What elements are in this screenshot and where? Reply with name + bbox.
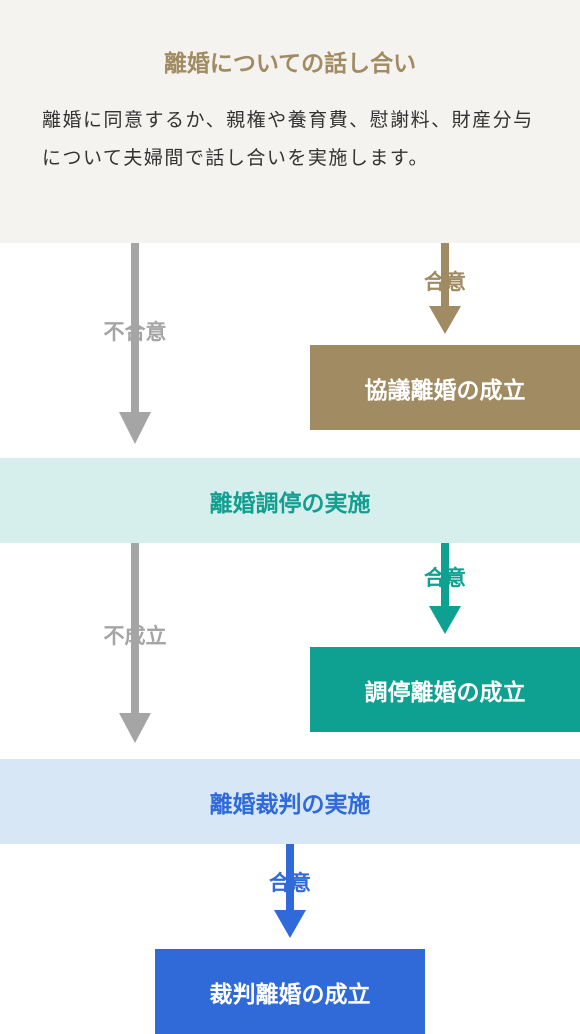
arrow-agree-2-head xyxy=(429,606,461,634)
arrow-agree-1-shaft xyxy=(441,243,449,308)
arrow-disagree-1-label: 不合意 xyxy=(103,320,167,344)
result-mutual-divorce-label: 協議離婚の成立 xyxy=(364,377,526,404)
result-trial-divorce-label: 裁判離婚の成立 xyxy=(209,981,371,1008)
arrow-agree-3-head xyxy=(274,910,306,938)
arrow-agree-2-shaft xyxy=(441,543,449,608)
result-mutual-divorce: 協議離婚の成立 xyxy=(310,345,580,430)
stage-discussion-description: 離婚に同意するか、親権や養育費、慰謝料、財産分与について夫婦間で話し合いを実施し… xyxy=(42,109,534,169)
arrow-agree-3-shaft xyxy=(286,844,294,912)
arrow-fail-2-shaft xyxy=(131,543,139,715)
arrow-agree-1-label: 合意 xyxy=(424,270,466,294)
arrow-agree-3-label: 合意 xyxy=(269,871,311,895)
arrow-disagree-1-head xyxy=(119,412,151,444)
stage-discussion-title: 離婚についての話し合い xyxy=(163,51,417,77)
stage-discussion-panel xyxy=(0,0,580,243)
stage-trial: 離婚裁判の実施 xyxy=(0,759,580,844)
result-trial-divorce: 裁判離婚の成立 xyxy=(155,949,425,1034)
stage-trial-title: 離婚裁判の実施 xyxy=(209,791,371,818)
stage-mediation-title: 離婚調停の実施 xyxy=(209,490,371,517)
result-mediation-divorce-label: 調停離婚の成立 xyxy=(364,679,526,706)
arrow-agree-1-head xyxy=(429,306,461,334)
stage-mediation: 離婚調停の実施 xyxy=(0,458,580,543)
arrow-fail-2-label: 不成立 xyxy=(103,624,167,648)
arrow-disagree-1-shaft xyxy=(131,243,139,413)
arrow-fail-2-head xyxy=(119,713,151,743)
result-mediation-divorce: 調停離婚の成立 xyxy=(310,647,580,732)
arrow-agree-2-label: 合意 xyxy=(424,566,466,590)
